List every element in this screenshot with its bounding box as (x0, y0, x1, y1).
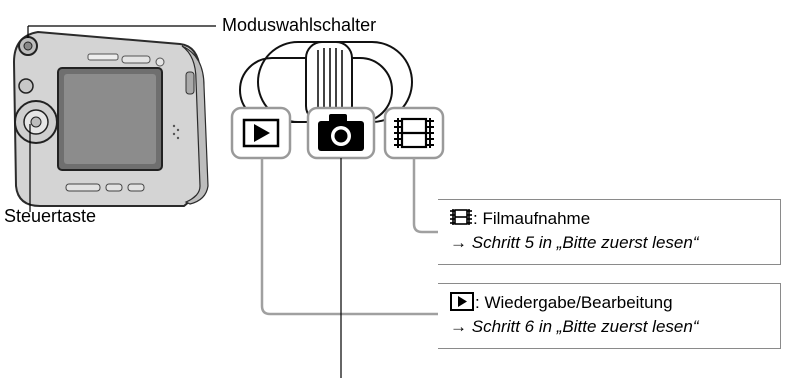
movie-icon-small (450, 208, 472, 227)
playback-note-reference: Schritt 6 in „Bitte zuerst lesen“ (471, 317, 699, 336)
playback-note: : Wiedergabe/Bearbeitung → Schritt 6 in … (438, 283, 781, 349)
playback-icon (230, 106, 292, 160)
arrow-icon: → (450, 233, 467, 252)
movie-note-reference: Schritt 5 in „Bitte zuerst lesen“ (471, 233, 699, 252)
playback-icon-small (450, 292, 474, 311)
movie-note: : Filmaufnahme → Schritt 5 in „Bitte zue… (438, 199, 781, 265)
camera-icon (306, 106, 376, 160)
movie-note-title: : Filmaufnahme (473, 209, 591, 228)
lcd-screen (57, 67, 163, 171)
control-button-label: Steuertaste (4, 206, 97, 226)
movie-icon (383, 106, 445, 160)
control-pad (14, 100, 58, 144)
mode-switch-label: Moduswahlschalter (222, 15, 377, 35)
connector-lines (260, 158, 438, 316)
playback-note-title: : Wiedergabe/Bearbeitung (475, 293, 673, 312)
arrow-icon: → (450, 317, 467, 336)
camera-illustration (12, 30, 209, 207)
